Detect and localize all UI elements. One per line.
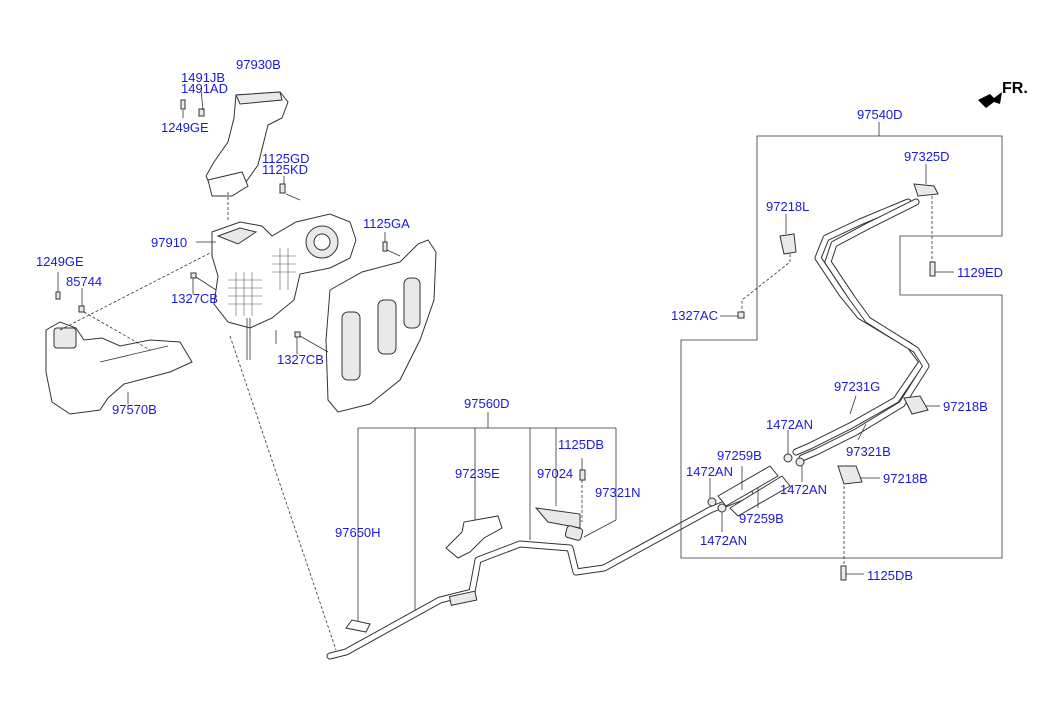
part-label-97930B[interactable]: 97930B [236, 57, 281, 72]
part-label-97024[interactable]: 97024 [537, 466, 574, 481]
grommet-97321N[interactable] [564, 525, 584, 541]
hose-97259B[interactable] [717, 465, 791, 517]
bolt-1125DB-bottom-icon [840, 565, 864, 581]
part-label-1327CB-a[interactable]: 1327CB [171, 291, 218, 306]
screw-1125GD-icon [279, 183, 286, 194]
part-label-1491AD[interactable]: 1491AD [181, 81, 228, 96]
clip-97650H[interactable] [345, 619, 371, 633]
part-label-97218B-b[interactable]: 97218B [883, 471, 928, 486]
part-label-1249GE-left[interactable]: 1249GE [36, 254, 84, 269]
screw-1249GE-top-icon [180, 99, 186, 118]
part-label-97650H[interactable]: 97650H [335, 525, 381, 540]
part-label-1125GD[interactable]: 1125GD [262, 151, 310, 166]
nut-1327CB-b-icon [294, 331, 329, 354]
part-label-1327CB-b[interactable]: 1327CB [277, 352, 324, 367]
clip-97325D[interactable] [913, 164, 939, 197]
part-label-97325D[interactable]: 97325D [904, 149, 950, 164]
part-label-97560D[interactable]: 97560D [464, 396, 510, 411]
part-label-97218B-a[interactable]: 97218B [943, 399, 988, 414]
part-label-85744[interactable]: 85744 [66, 274, 103, 289]
pipe-upper-rear[interactable] [792, 198, 930, 462]
bolt-1125DB-mid-icon [579, 458, 586, 522]
part-label-1249GE-top[interactable]: 1249GE [161, 120, 209, 135]
part-label-1491JB[interactable]: 1491JB [181, 70, 226, 85]
nut-1327CB-a-icon [190, 272, 217, 294]
duct-97930B[interactable] [205, 91, 289, 197]
part-label-1125DB-bottom[interactable]: 1125DB [867, 568, 914, 583]
hose-clamps-1472AN [707, 453, 805, 513]
heater-unit-97910[interactable] [211, 213, 357, 360]
part-label-97321N[interactable]: 97321N [595, 485, 641, 500]
group-bracket-97560D [357, 412, 617, 622]
front-direction-label: FR. [1002, 80, 1028, 97]
cover-panel[interactable] [325, 239, 437, 413]
part-label-97910[interactable]: 97910 [151, 235, 188, 250]
part-label-97235E[interactable]: 97235E [455, 466, 500, 481]
part-label-1125DB-mid[interactable]: 1125DB [558, 437, 605, 452]
pad-97024[interactable] [534, 507, 581, 529]
front-direction-arrow-icon [978, 92, 1002, 108]
part-label-1129ED[interactable]: 1129ED [957, 265, 1004, 280]
clip-97218B-b[interactable] [837, 465, 880, 485]
clip-85744-icon [78, 288, 85, 313]
duct-97570B[interactable] [45, 321, 193, 415]
part-label-97218L[interactable]: 97218L [766, 199, 810, 214]
part-label-97321B[interactable]: 97321B [846, 444, 891, 459]
part-label-1472AN-b[interactable]: 1472AN [686, 464, 733, 479]
bracket-97235E[interactable] [445, 515, 503, 559]
screw-1491-icon [198, 89, 205, 117]
part-label-1125GA[interactable]: 1125GA [363, 216, 410, 231]
bolt-1129ED-icon [929, 261, 954, 277]
clip-97218B-a[interactable] [903, 395, 940, 415]
part-label-1472AN-a[interactable]: 1472AN [766, 417, 813, 432]
pipe-lower-front[interactable] [326, 490, 754, 660]
part-label-97570B[interactable]: 97570B [112, 402, 157, 417]
clip-97218L[interactable] [779, 214, 797, 255]
part-label-97231G[interactable]: 97231G [834, 379, 881, 394]
part-label-1472AN-c[interactable]: 1472AN [780, 482, 827, 497]
screw-1125GA-icon [382, 232, 401, 257]
part-label-97259B-a[interactable]: 97259B [717, 448, 762, 463]
part-label-1327AC[interactable]: 1327AC [671, 308, 718, 323]
nut-1327AC-icon [720, 311, 745, 319]
part-label-1472AN-d[interactable]: 1472AN [700, 533, 747, 548]
part-label-97540D[interactable]: 97540D [857, 107, 903, 122]
part-label-97259B-b[interactable]: 97259B [739, 511, 784, 526]
group-box-97540D [680, 122, 1003, 559]
part-label-1125KD[interactable]: 1125KD [262, 162, 309, 177]
screw-1249GE-left-icon [55, 272, 61, 300]
